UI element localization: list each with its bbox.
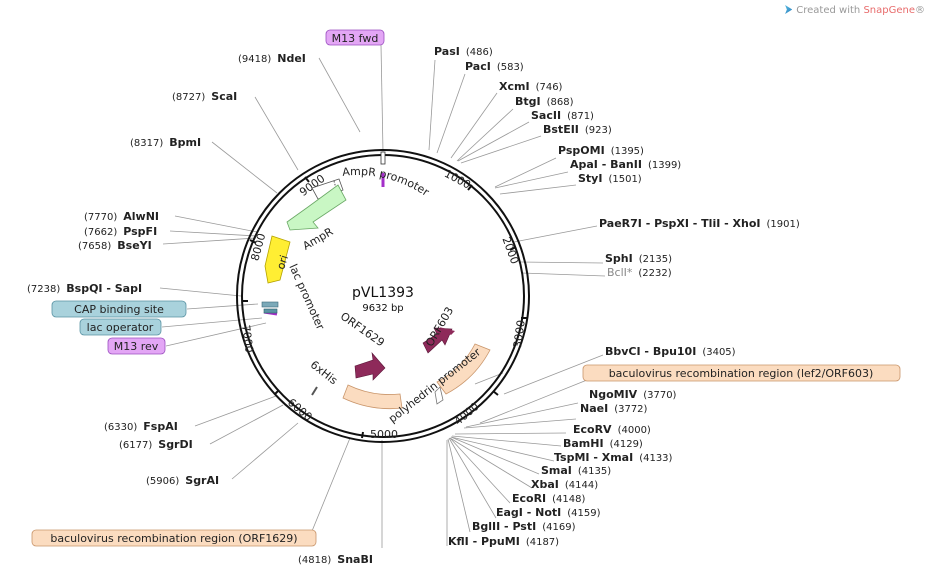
ampr-promoter-label: AmpR promoter bbox=[342, 165, 432, 199]
site-paci: PacI(583) bbox=[465, 60, 524, 73]
site-sgrai: (5906)SgrAI bbox=[146, 474, 219, 487]
ori-label: ori bbox=[274, 253, 291, 271]
recombination-region-lef2-arc bbox=[436, 343, 491, 395]
site-naei: NaeI(3772) bbox=[580, 402, 648, 415]
site-styi: StyI(1501) bbox=[578, 172, 642, 185]
tick-5000: 5000 bbox=[370, 428, 398, 441]
site-ngomiv: NgoMIV(3770) bbox=[589, 388, 677, 401]
leader-lines bbox=[159, 44, 606, 548]
orf603-arrow bbox=[422, 327, 453, 354]
site-eagi: EagI - NotI(4159) bbox=[496, 506, 601, 519]
site-xbai: XbaI(4144) bbox=[531, 478, 598, 491]
plasmid-size: 9632 bp bbox=[362, 303, 403, 314]
site-alwni: (7770)AlwNI bbox=[84, 210, 159, 223]
orf1629-arrow bbox=[354, 352, 386, 381]
site-snabi: (4818)SnaBI bbox=[298, 553, 373, 566]
site-pasi: PasI(486) bbox=[434, 45, 493, 58]
site-sacii: SacII(871) bbox=[531, 109, 594, 122]
tick-7000: 7000 bbox=[239, 324, 256, 354]
lac-operator-mark bbox=[263, 308, 278, 314]
site-kfli: KflI - PpuMI(4187) bbox=[448, 535, 559, 548]
site-xcmi: XcmI(746) bbox=[499, 80, 563, 93]
site-btgi: BtgI(868) bbox=[515, 95, 574, 108]
tick-8000: 8000 bbox=[249, 232, 269, 262]
site-bamhi: BamHI(4129) bbox=[563, 437, 643, 450]
site-bspqi: (7238)BspQI - SapI bbox=[27, 282, 142, 295]
site-sphi: SphI(2135) bbox=[605, 252, 672, 265]
sixhis-label: 6xHis bbox=[308, 358, 340, 387]
scale-ticks bbox=[242, 176, 527, 439]
pill-brr1-text: baculovirus recombination region (lef2/O… bbox=[609, 367, 874, 380]
site-apai: ApaI - BanII(1399) bbox=[570, 158, 681, 171]
site-pspfi: (7662)PspFI bbox=[84, 225, 157, 238]
snapgene-logo-icon bbox=[785, 5, 793, 14]
brand-watermark: Created with SnapGene® bbox=[783, 5, 925, 16]
site-ecori: EcoRI(4148) bbox=[512, 492, 586, 505]
brand-prefix: Created with bbox=[796, 5, 864, 16]
pill-recombination-lef2: baculovirus recombination region (lef2/O… bbox=[582, 364, 901, 382]
site-bbvci: BbvCI - Bpu10I(3405) bbox=[605, 345, 736, 358]
brand-suffix: ® bbox=[915, 5, 925, 16]
pill-m13rev: M13 rev bbox=[107, 337, 166, 355]
pill-cap-binding-site: CAP binding site bbox=[51, 300, 187, 318]
enzyme-labels-right: PasI(486) PacI(583) XcmI(746) BtgI(868) … bbox=[434, 45, 800, 548]
site-smai: SmaI(4135) bbox=[541, 464, 611, 477]
pill-lac-operator: lac operator bbox=[79, 318, 162, 336]
site-ndei: (9418)NdeI bbox=[238, 52, 306, 65]
plasmid-name: pVL1393 bbox=[352, 285, 414, 301]
sixhis-mark bbox=[311, 386, 318, 396]
tick-6000: 6000 bbox=[285, 396, 315, 424]
site-scai: (8727)ScaI bbox=[172, 90, 237, 103]
cap-binding-site-mark bbox=[261, 301, 279, 308]
site-sgrdi: (6177)SgrDI bbox=[119, 438, 193, 451]
pill-brr2-text: baculovirus recombination region (ORF162… bbox=[50, 532, 297, 545]
pill-m13fwd-text: M13 fwd bbox=[332, 32, 379, 45]
pill-recombination-orf1629: baculovirus recombination region (ORF162… bbox=[31, 529, 317, 547]
site-bpmi: (8317)BpmI bbox=[130, 136, 201, 149]
orf603-tip bbox=[439, 327, 455, 335]
pill-m13rev-text: M13 rev bbox=[114, 340, 159, 353]
orf1629-label: ORF1629 bbox=[338, 310, 387, 350]
pill-lacop-text: lac operator bbox=[87, 321, 154, 334]
pill-m13fwd: M13 fwd bbox=[325, 29, 385, 46]
backbone-outer bbox=[236, 149, 530, 443]
site-pspomi: PspOMI(1395) bbox=[558, 144, 644, 157]
enzyme-labels-left: (9418)NdeI (8727)ScaI (8317)BpmI (7770)A… bbox=[27, 52, 373, 566]
site-tspmi: TspMI - XmaI(4133) bbox=[554, 451, 673, 464]
lac-promoter-label: lac promoter bbox=[286, 262, 327, 332]
polyhedrin-promoter-arrow bbox=[434, 386, 444, 405]
site-ecorv: EcoRV(4000) bbox=[573, 423, 651, 436]
site-fspai: (6330)FspAI bbox=[104, 420, 178, 433]
tick-4000: 4000 bbox=[452, 400, 482, 428]
ori-arrow bbox=[264, 235, 291, 284]
site-bglii: BglII - PstI(4169) bbox=[472, 520, 576, 533]
site-bseyi: (7658)BseYI bbox=[78, 239, 152, 252]
site-bcli: BclI*(2232) bbox=[607, 266, 672, 279]
brand-name: SnapGene bbox=[863, 5, 915, 16]
ampr-gene-arrow bbox=[286, 184, 347, 231]
recombination-region-orf1629-arc bbox=[342, 384, 403, 409]
tick-3000: 3000 bbox=[511, 319, 528, 349]
origin-marker bbox=[380, 151, 386, 165]
site-bsteii: BstEII(923) bbox=[543, 123, 612, 136]
site-paer7i: PaeR7I - PspXI - TliI - XhoI(1901) bbox=[599, 217, 800, 230]
pill-cap-text: CAP binding site bbox=[74, 303, 164, 316]
